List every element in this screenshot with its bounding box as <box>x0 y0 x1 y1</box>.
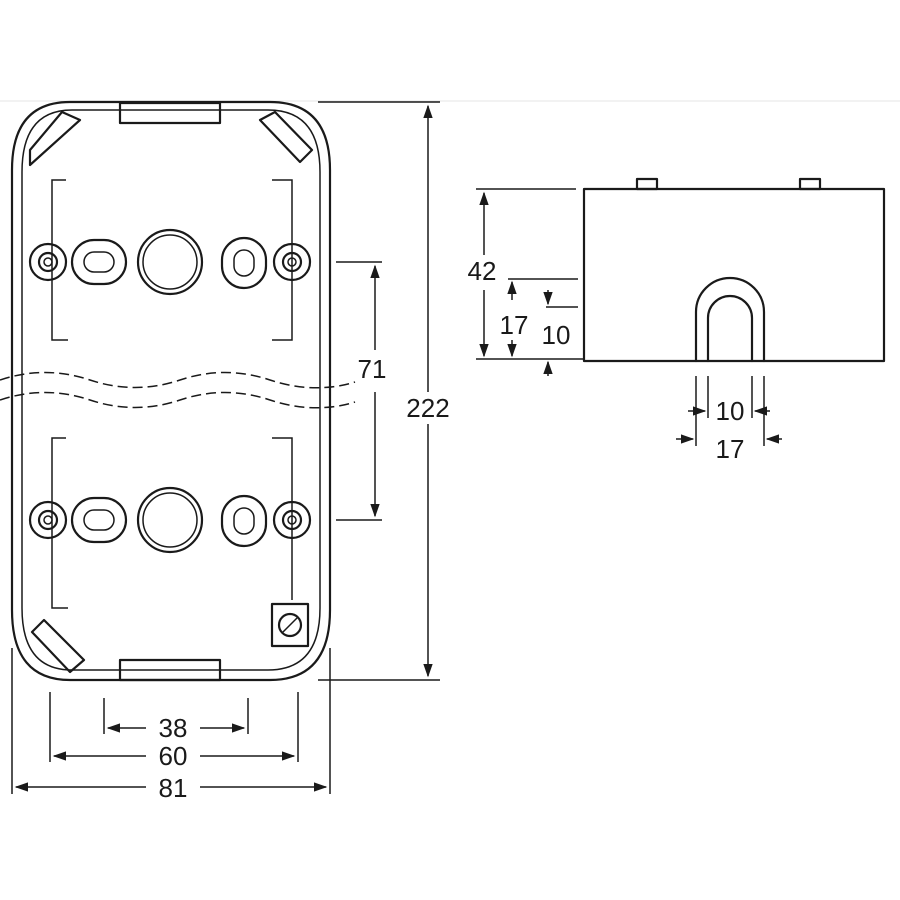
corner-bottom-left <box>30 618 86 674</box>
dim-overall-height: 222 <box>406 393 449 423</box>
break-line-upper <box>0 371 356 389</box>
break-line-lower <box>0 391 356 409</box>
dim-entry-inner: 10 <box>542 320 571 350</box>
dim-center-distance: 71 <box>358 354 387 384</box>
top-tab <box>118 101 222 125</box>
cable-entry-inner <box>706 294 754 363</box>
knockout-upper <box>136 228 204 296</box>
side-body <box>582 187 886 363</box>
upper-module <box>28 179 312 341</box>
screw-hole-upper-right <box>272 242 312 282</box>
bottom-tab <box>118 658 222 682</box>
side-tab-right <box>798 177 822 191</box>
knockout-lower <box>136 486 204 554</box>
dim-slot-outer-width: 17 <box>716 434 745 464</box>
lower-module <box>28 437 312 648</box>
slot-upper-left <box>70 238 128 286</box>
screw-hole-upper-left <box>28 242 68 282</box>
dim-entry-height: 17 <box>500 310 529 340</box>
box-inner-outline <box>21 109 321 671</box>
side-view: 42 17 10 10 17 <box>468 177 886 464</box>
screw-hole-lower-left <box>28 500 68 540</box>
front-view: 222 71 38 60 81 <box>0 100 450 803</box>
dim-inner-span: 38 <box>159 713 188 743</box>
slot-upper-right <box>220 236 268 290</box>
dim-overall-width: 81 <box>159 773 188 803</box>
dim-screw-span: 60 <box>159 741 188 771</box>
earth-terminal <box>270 602 310 648</box>
slot-lower-right <box>220 494 268 548</box>
corner-top-left <box>28 110 82 167</box>
screw-hole-lower-right <box>272 500 312 540</box>
slot-lower-left <box>70 496 128 544</box>
cable-entry-outer <box>694 276 766 363</box>
dim-depth: 42 <box>468 256 497 286</box>
dim-slot-inner-width: 10 <box>716 396 745 426</box>
side-tab-left <box>635 177 659 191</box>
box-outer-outline <box>10 100 332 682</box>
corner-top-right <box>258 110 314 164</box>
